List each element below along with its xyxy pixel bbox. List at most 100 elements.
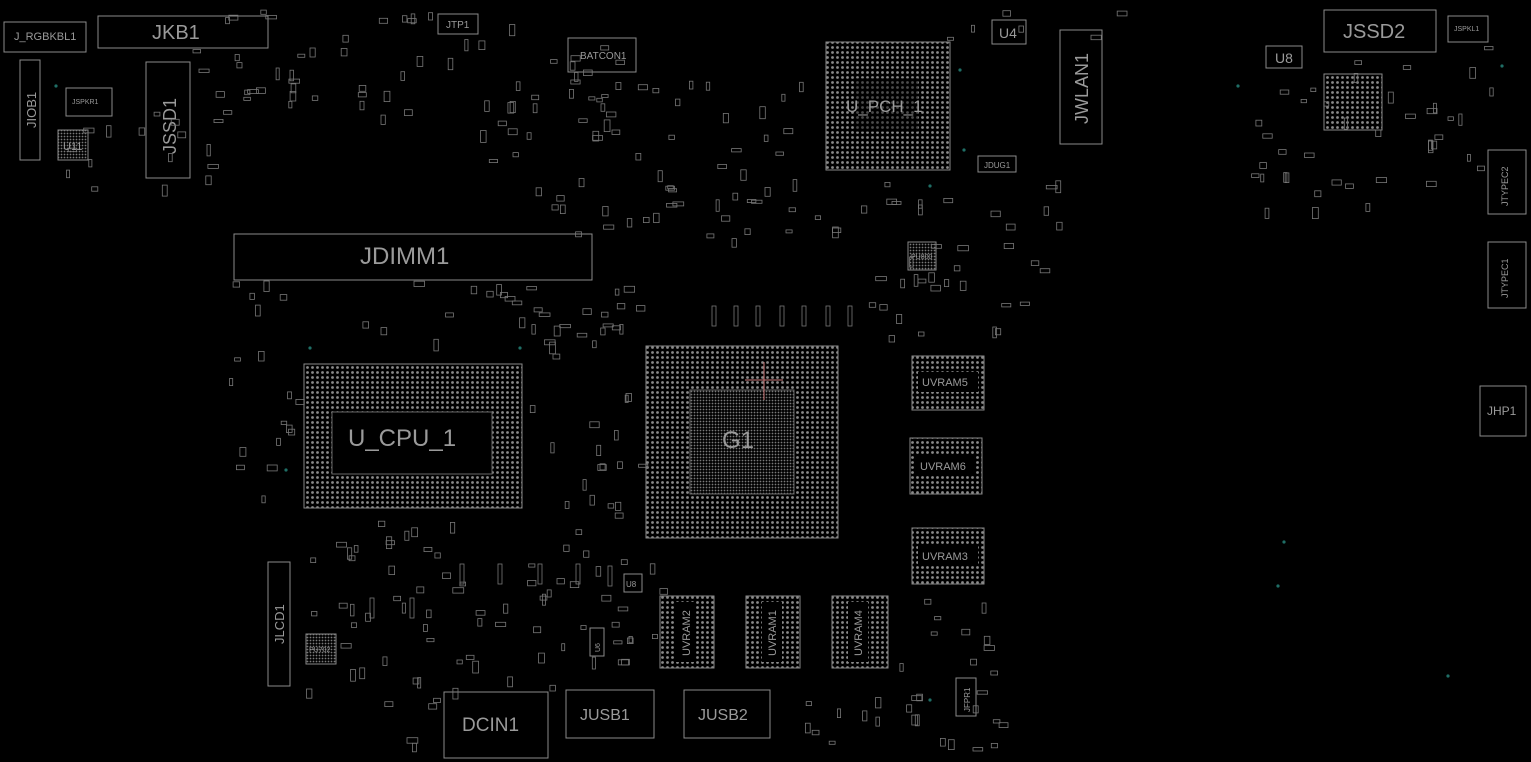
passive-pad	[637, 84, 648, 91]
passive-pad	[971, 24, 975, 33]
chip-pu702[interactable]: PU702	[305, 633, 337, 665]
chip-u11[interactable]: U11	[57, 129, 89, 161]
connector-jtypec2[interactable]: JTYPEC2	[1487, 149, 1527, 215]
label-jtypec1: JTYPEC1	[1500, 258, 1510, 298]
connector-dcin1[interactable]: DCIN1	[443, 691, 549, 759]
test-via	[518, 346, 522, 350]
passive-pad	[552, 353, 561, 360]
inductor-pad	[733, 305, 739, 327]
chip-u-pch-1[interactable]: U_PCH_1	[825, 41, 951, 171]
connector-jlcd1[interactable]: JLCD1	[267, 561, 291, 687]
passive-pad	[930, 631, 938, 636]
connector-jusb2[interactable]: JUSB2	[683, 689, 771, 739]
label-jiob1: JIOB1	[24, 92, 39, 128]
chip-uvram4[interactable]: UVRAM4	[831, 595, 889, 669]
passive-pad	[879, 304, 888, 311]
passive-pad	[888, 335, 895, 343]
connector-jdimm1[interactable]: JDIMM1	[233, 233, 593, 281]
passive-pad	[884, 181, 891, 188]
passive-pad	[601, 311, 609, 318]
chip-uvram3[interactable]: UVRAM3	[911, 527, 985, 585]
chip-u-ssd-ctrl[interactable]	[1323, 73, 1383, 131]
passive-pad	[578, 118, 588, 123]
chip-g1[interactable]: G1	[645, 345, 839, 539]
test-via	[958, 68, 962, 72]
connector-jspkl1[interactable]: JSPKL1	[1447, 15, 1489, 43]
label-u8-bottom: U8	[626, 580, 637, 589]
passive-pad	[675, 98, 681, 107]
passive-pad	[477, 618, 483, 627]
connector-jwlan1[interactable]: JWLAN1	[1059, 29, 1103, 145]
inductor-pad	[409, 597, 415, 619]
passive-pad	[957, 245, 969, 252]
passive-pad	[600, 103, 606, 112]
passive-pad	[1428, 140, 1434, 154]
chip-uvram2[interactable]: UVRAM2	[659, 595, 715, 669]
passive-pad	[1312, 207, 1319, 220]
passive-pad	[944, 279, 950, 288]
connector-jusb1[interactable]: JUSB1	[565, 689, 655, 739]
connector-batcon1[interactable]: BATCON1	[567, 37, 637, 73]
passive-pad	[365, 612, 371, 622]
passive-pad	[597, 464, 607, 471]
chip-u8-bottom[interactable]: U8	[623, 573, 643, 593]
passive-pad	[1353, 73, 1359, 83]
passive-pad	[763, 134, 769, 142]
passive-pad	[275, 67, 280, 81]
passive-pad	[576, 332, 588, 338]
passive-pad	[918, 331, 925, 337]
connector-jiob1[interactable]: JIOB1	[19, 59, 41, 161]
passive-pad	[611, 129, 621, 135]
chip-u6[interactable]: U6	[589, 627, 605, 657]
connector-jfpr1[interactable]: JFPR1	[955, 677, 977, 717]
connector-jdug1[interactable]: JDUG1	[977, 155, 1017, 173]
chip-u-cpu-1[interactable]: U_CPU_1	[303, 363, 523, 509]
chip-uvram6[interactable]: UVRAM6	[909, 437, 983, 495]
connector-jkb1[interactable]: JKB1	[97, 15, 269, 49]
connector-jssd2[interactable]: JSSD2	[1323, 9, 1437, 53]
passive-pad	[535, 187, 542, 197]
passive-pad	[615, 82, 622, 90]
passive-pad	[442, 572, 451, 579]
connector-jtypec1[interactable]: JTYPEC1	[1487, 241, 1527, 309]
passive-pad	[615, 501, 622, 511]
passive-pad	[930, 284, 941, 292]
label-jtp1: JTP1	[446, 20, 470, 31]
connector-jtp1[interactable]: JTP1	[437, 13, 479, 35]
passive-pad	[564, 501, 570, 509]
passive-pad	[582, 308, 592, 315]
label-uvram2: UVRAM2	[681, 610, 693, 656]
passive-pad	[215, 91, 225, 98]
label-uvram1: UVRAM1	[767, 610, 779, 656]
chip-pu800[interactable]: PU800	[907, 241, 937, 271]
passive-pad	[601, 594, 612, 602]
connector-jssd1[interactable]: JSSD1	[145, 61, 191, 179]
passive-pad	[706, 233, 715, 239]
passive-pad	[549, 341, 556, 355]
passive-pad	[1005, 223, 1016, 231]
connector-jspkr1[interactable]: JSPKR1	[65, 87, 113, 117]
passive-pad	[1331, 179, 1342, 186]
passive-pad	[1019, 301, 1030, 306]
passive-pad	[653, 212, 660, 224]
chip-uvram5[interactable]: UVRAM5	[911, 355, 985, 411]
passive-pad	[746, 199, 757, 203]
passive-pad	[255, 304, 261, 317]
passive-pad	[311, 611, 318, 617]
passive-pad	[1458, 113, 1463, 126]
label-jhp1: JHP1	[1487, 404, 1517, 418]
chip-u8-top[interactable]: U8	[1265, 45, 1303, 69]
passive-pad	[349, 603, 355, 617]
chip-u4[interactable]: U4	[991, 19, 1027, 45]
passive-pad	[350, 669, 356, 682]
passive-pad	[990, 670, 998, 676]
passive-pad	[551, 204, 559, 211]
passive-pad	[614, 512, 624, 519]
connector-j-rgbkbl1[interactable]: J_RGBKBL1	[3, 21, 87, 53]
passive-pad	[1278, 149, 1287, 155]
passive-pad	[507, 128, 518, 136]
passive-pad	[416, 56, 424, 67]
chip-uvram1[interactable]: UVRAM1	[745, 595, 801, 669]
connector-jhp1[interactable]: JHP1	[1479, 385, 1527, 437]
